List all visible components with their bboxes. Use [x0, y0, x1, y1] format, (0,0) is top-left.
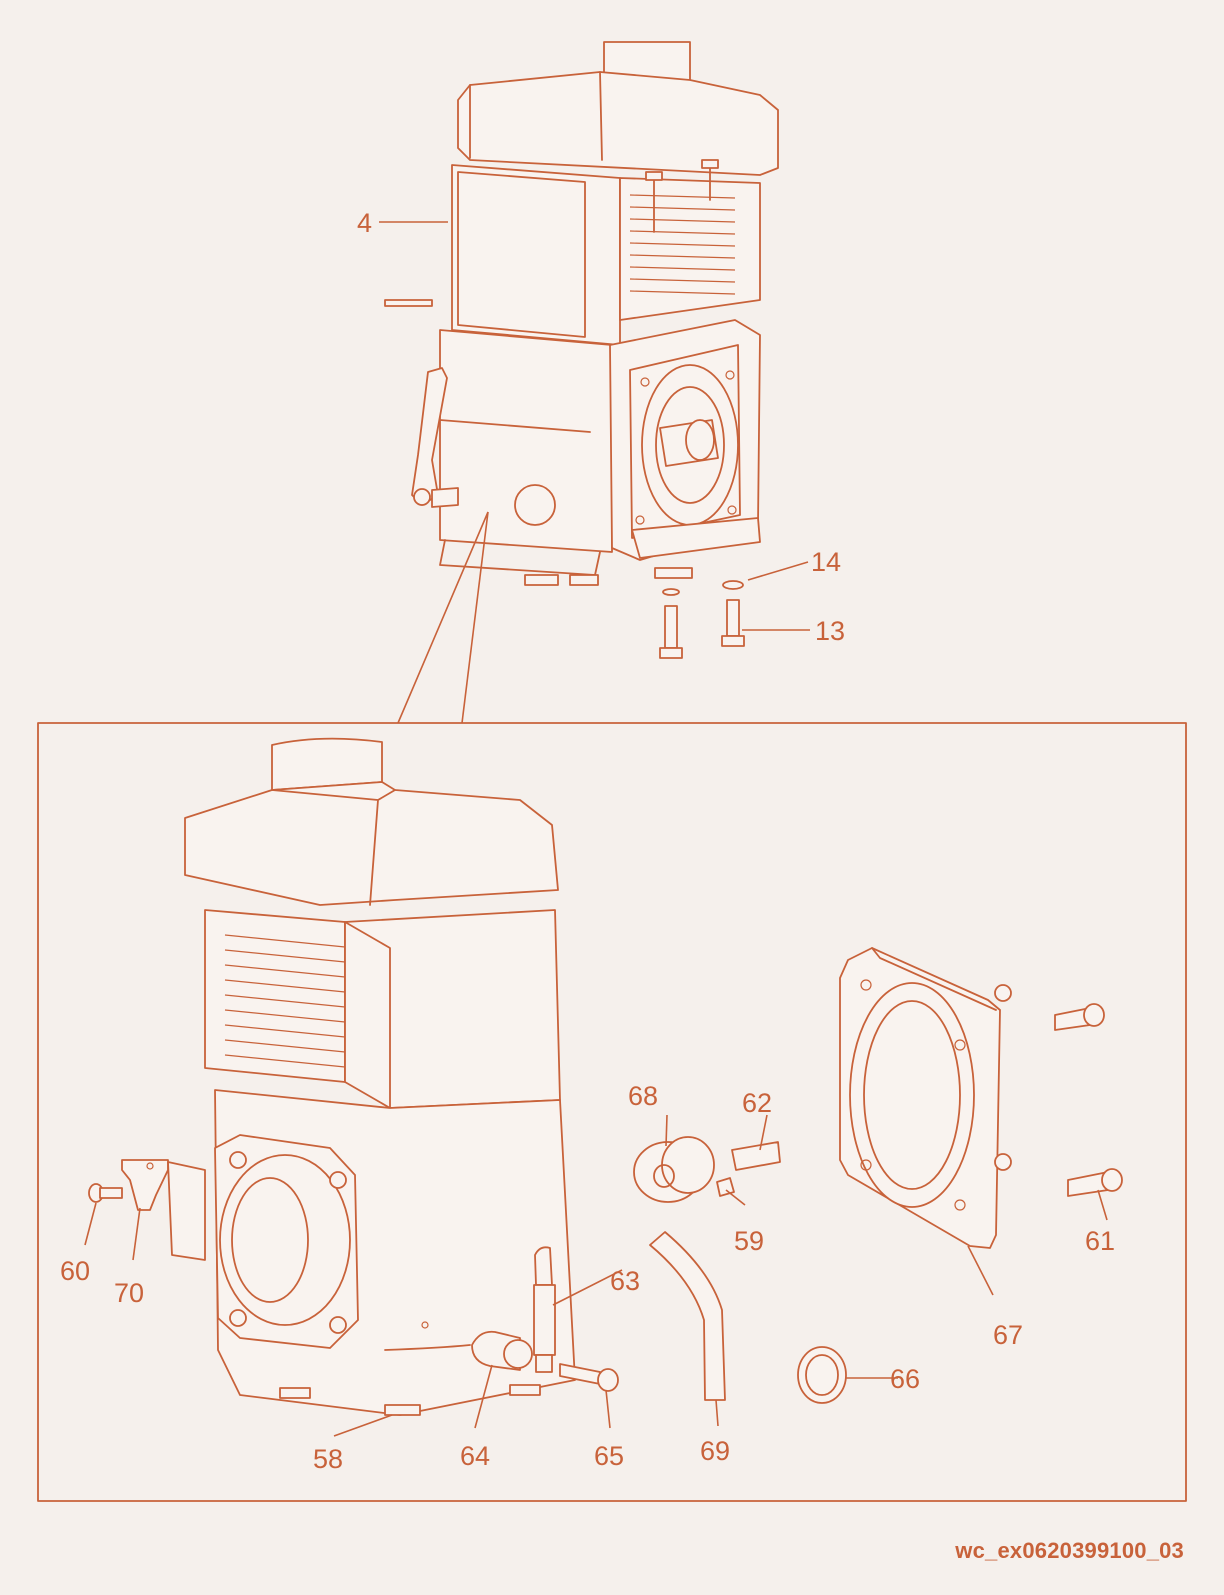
part-70-bracket	[121, 1159, 206, 1261]
part-65-bolt	[559, 1363, 619, 1392]
part-66-seal	[797, 1346, 847, 1404]
leader-lines-detail	[84, 1114, 1108, 1437]
callout-4: 4	[357, 208, 372, 238]
callout-64: 64	[460, 1441, 490, 1471]
part-67-flange	[839, 947, 1012, 1249]
callout-59: 59	[734, 1226, 764, 1256]
callout-66: 66	[890, 1364, 920, 1394]
callout-70: 70	[114, 1278, 144, 1308]
part-59-nut	[716, 1177, 735, 1197]
callout-67: 67	[993, 1320, 1023, 1350]
part-69-hose	[649, 1231, 726, 1401]
part-68-hub	[633, 1136, 715, 1203]
part-64-fitting	[471, 1330, 533, 1371]
part-60-screw	[88, 1183, 123, 1203]
detail-frame	[37, 722, 1187, 1502]
engine-detail-view	[184, 737, 576, 1416]
callouts-top: 4 14 13	[357, 208, 845, 646]
engine-assembly-top	[384, 41, 779, 659]
callout-65: 65	[594, 1441, 624, 1471]
drawing-reference-code: wc_ex0620399100_03	[955, 1538, 1184, 1563]
callout-63: 63	[610, 1266, 640, 1296]
part-63-tube	[533, 1246, 556, 1373]
callout-13: 13	[815, 616, 845, 646]
callout-62: 62	[742, 1088, 772, 1118]
callout-60: 60	[60, 1256, 90, 1286]
callout-61: 61	[1085, 1226, 1115, 1256]
part-61-screws	[1054, 1003, 1123, 1197]
callouts-detail: 68 62 59 61 60 70 63 67 66 58 64 65 69	[60, 1081, 1115, 1474]
callout-68: 68	[628, 1081, 658, 1111]
callout-14: 14	[811, 547, 841, 577]
callout-69: 69	[700, 1436, 730, 1466]
leader-lines-top	[379, 221, 810, 724]
part-62-key	[731, 1141, 781, 1171]
callout-58: 58	[313, 1444, 343, 1474]
